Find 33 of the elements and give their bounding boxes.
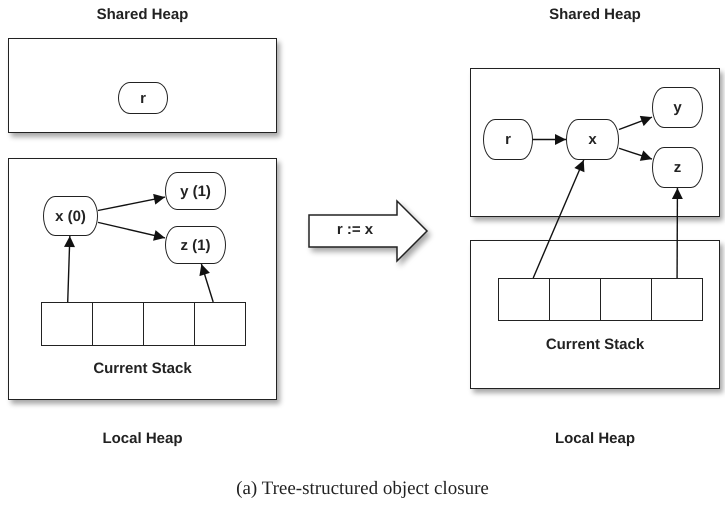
arrow — [98, 194, 166, 212]
stack-slot — [41, 302, 93, 346]
arrow — [672, 188, 683, 278]
object-node: y — [652, 87, 703, 128]
object-node: r — [483, 119, 533, 160]
stack-slot — [498, 278, 550, 321]
arrow — [64, 236, 75, 302]
object-node: z (1) — [165, 226, 226, 264]
object-node: x (0) — [43, 196, 98, 236]
stack-slot — [92, 302, 144, 346]
stack-slot — [651, 278, 703, 321]
arrow — [532, 160, 584, 278]
arrow — [533, 134, 566, 145]
stack-slot — [143, 302, 195, 346]
stack-label: Current Stack — [544, 336, 646, 353]
arrow — [199, 264, 214, 302]
arrow — [618, 148, 652, 161]
stack-slot — [600, 278, 652, 321]
object-node: y (1) — [165, 172, 226, 210]
arrow — [98, 222, 166, 241]
heap-title: Local Heap — [554, 430, 636, 447]
object-node: r — [118, 82, 168, 114]
heap-title: Local Heap — [101, 430, 184, 447]
arrow — [618, 116, 652, 130]
figure-caption: (a) Tree-structured object closure — [235, 478, 490, 500]
stack-label: Current Stack — [92, 360, 193, 377]
object-node: x — [566, 119, 619, 160]
heap-title: Shared Heap — [96, 6, 190, 23]
stack-slot — [194, 302, 246, 346]
object-node: z — [652, 147, 703, 188]
heap-title: Shared Heap — [548, 6, 642, 23]
assignment-label: r := x — [336, 221, 374, 238]
stack-slot — [549, 278, 601, 321]
